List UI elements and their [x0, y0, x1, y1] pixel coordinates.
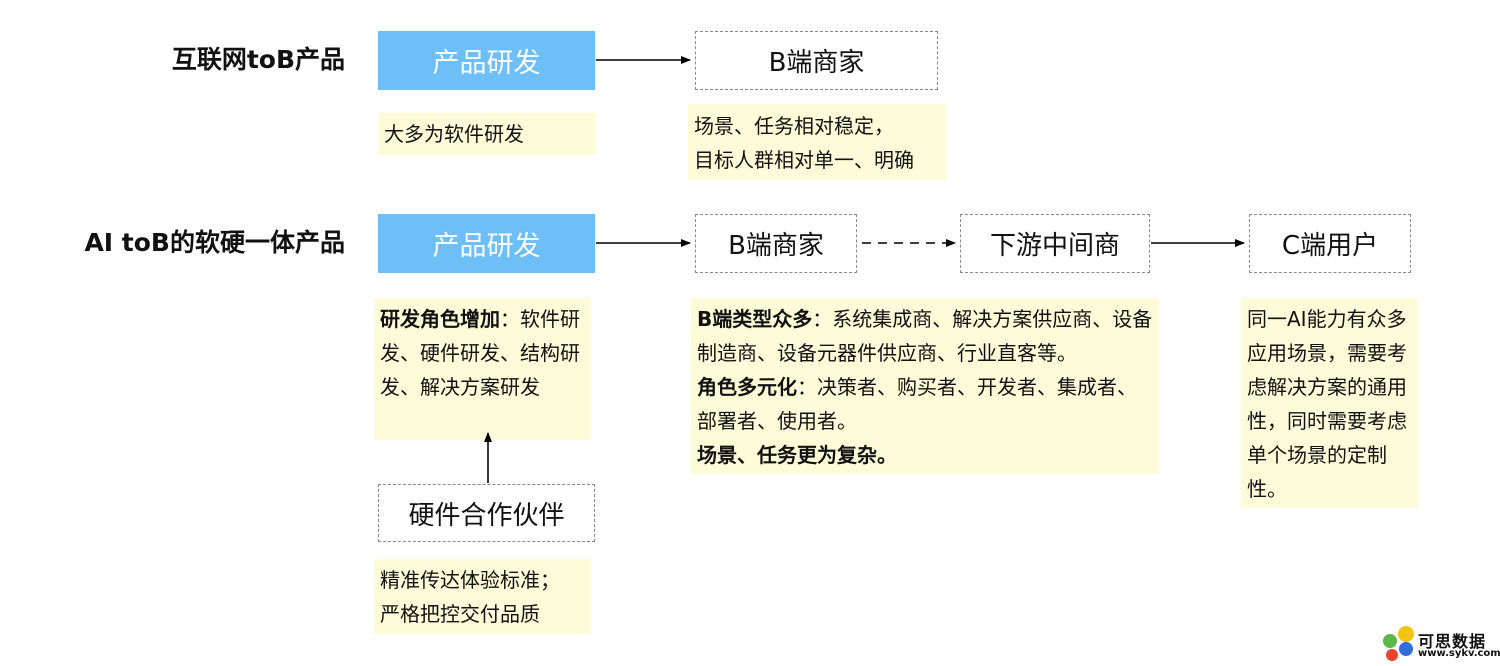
- row2-rd-note: 研发角色增加：软件研发、硬件研发、结构研发、解决方案研发: [374, 298, 591, 440]
- row2-downstream-middleman-box: 下游中间商: [960, 214, 1150, 273]
- row2-rd-note-text: ：软件研发、硬件研发、结构研发、解决方案研发: [380, 307, 580, 399]
- logo-url-text: www.sykv.com: [1418, 648, 1500, 659]
- row2-merchant-note-scenes: 场景、任务更为复杂。: [697, 438, 1153, 472]
- row2-c-user-note: 同一AI能力有众多应用场景，需要考虑解决方案的通用性，同时需要考虑单个场景的定制…: [1241, 298, 1418, 508]
- row2-partner-note: 精准传达体验标准； 严格把控交付品质: [374, 559, 591, 634]
- row1-merchant-note-line2: 目标人群相对单一、明确: [694, 148, 914, 172]
- row2-merchant-note-roles-text: ：决策者、购买者、开发者、集成者、部署者、使用者。: [697, 375, 1137, 433]
- row1-b-merchant-box: B端商家: [695, 31, 938, 90]
- row2-product-rd-box: 产品研发: [378, 214, 595, 273]
- row2-merchant-note: B端类型众多：系统集成商、解决方案供应商、设备制造商、设备元器件供应商、行业直客…: [691, 298, 1159, 474]
- row1-rd-note: 大多为软件研发: [378, 113, 596, 155]
- row2-c-user-box: C端用户: [1249, 214, 1411, 273]
- row1-product-rd-box: 产品研发: [378, 31, 595, 90]
- row2-partner-note-line2: 严格把控交付品质: [380, 602, 540, 626]
- logo-brand-text: 可思数据: [1418, 632, 1487, 651]
- row2-partner-note-line1: 精准传达体验标准；: [380, 568, 560, 592]
- row1-merchant-note-line1: 场景、任务相对稳定，: [694, 114, 894, 138]
- sykv-watermark-logo: 可思数据 www.sykv.com: [1380, 624, 1500, 664]
- row2-rd-note-bold: 研发角色增加: [380, 307, 500, 331]
- row2-hardware-partner-box: 硬件合作伙伴: [378, 484, 595, 542]
- row2-merchant-note-roles-bold: 角色多元化: [697, 375, 797, 399]
- row1-title: 互联网toB产品: [171, 45, 345, 74]
- row2-b-merchant-box: B端商家: [695, 214, 857, 273]
- row2-merchant-note-roles: 角色多元化：决策者、购买者、开发者、集成者、部署者、使用者。: [697, 370, 1153, 438]
- row2-title: AI toB的软硬一体产品: [84, 228, 345, 257]
- row2-merchant-note-types-text: ：系统集成商、解决方案供应商、设备制造商、设备元器件供应商、行业直客等。: [697, 307, 1153, 365]
- row1-merchant-note: 场景、任务相对稳定， 目标人群相对单一、明确: [688, 104, 946, 180]
- row2-merchant-note-types-bold: B端类型众多: [697, 307, 813, 331]
- row2-merchant-note-scenes-bold: 场景、任务更为复杂。: [697, 443, 897, 467]
- row2-merchant-note-types: B端类型众多：系统集成商、解决方案供应商、设备制造商、设备元器件供应商、行业直客…: [697, 302, 1153, 370]
